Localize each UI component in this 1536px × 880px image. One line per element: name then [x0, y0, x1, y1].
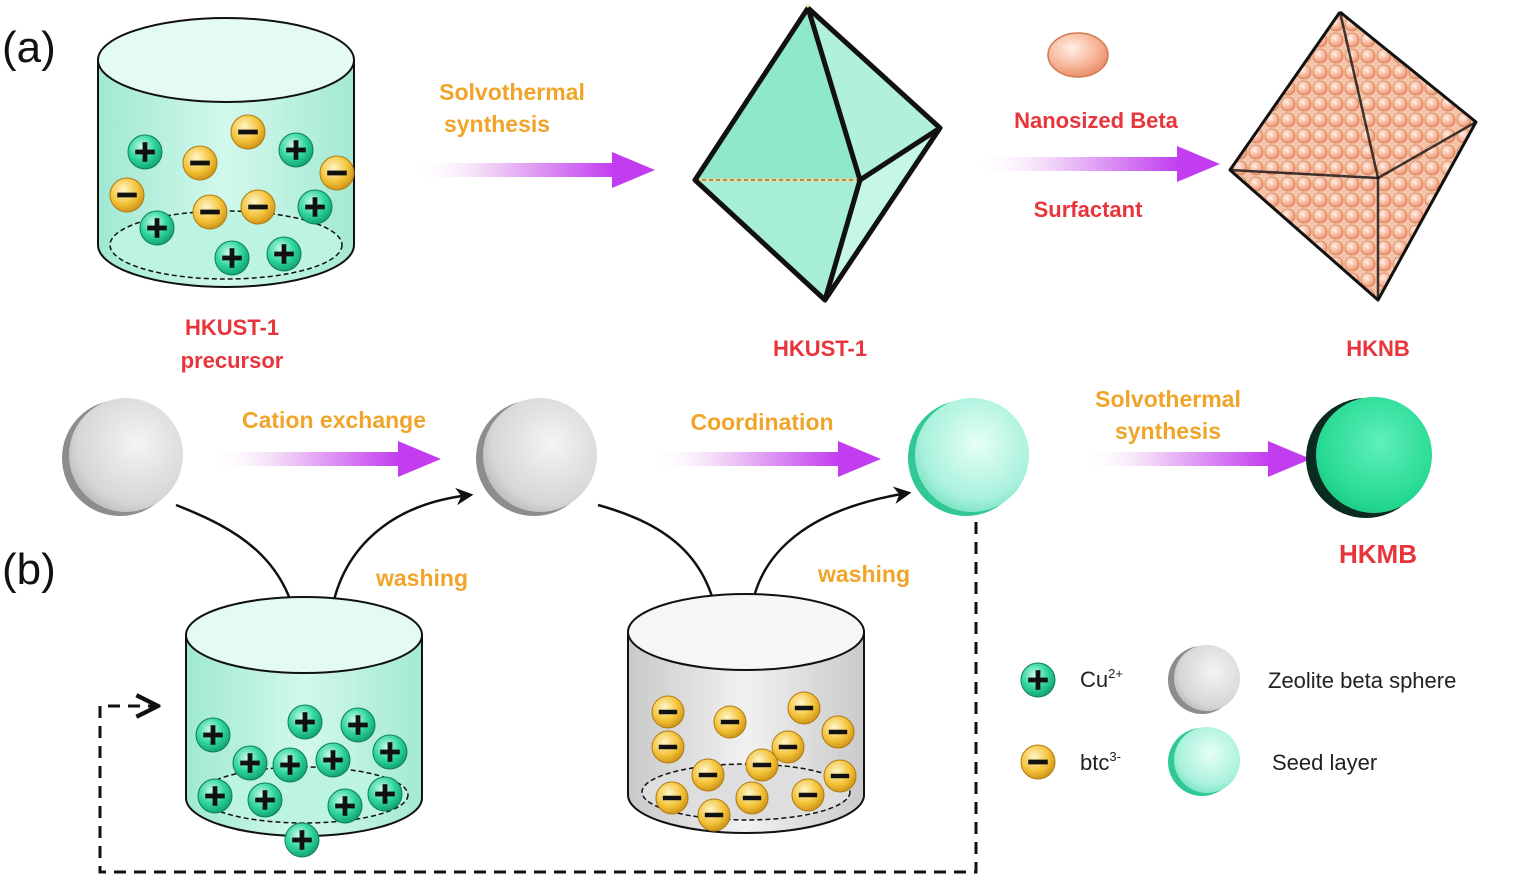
panel-a-label: (a)	[2, 23, 56, 72]
legend-btc-label: btc3-	[1080, 749, 1121, 775]
washing-label-2: washing	[817, 561, 910, 587]
btc-ion-icon	[771, 730, 805, 764]
hknb-label: HKNB	[1346, 336, 1410, 361]
washing-label-1: washing	[375, 565, 468, 591]
btc-ion-icon	[240, 189, 276, 225]
btc-ion-icon	[182, 145, 218, 181]
btc-ion-icon	[823, 759, 857, 793]
cu-ion-icon	[284, 822, 320, 858]
legend-btc-icon	[1020, 744, 1056, 780]
btc-ion-icon	[735, 781, 769, 815]
process-arrow-solvothermal-1	[410, 152, 655, 188]
cu-ion-icon	[195, 717, 231, 753]
solvothermal-label-2-line2: synthesis	[1115, 418, 1221, 444]
legend-zeolite-icon	[1168, 645, 1240, 714]
btc-ion-icon	[651, 695, 685, 729]
btc-ion-icon	[655, 781, 689, 815]
cu-ion-icon	[372, 734, 408, 770]
solvothermal-label-1-line2: synthesis	[444, 111, 550, 137]
btc-ion-icon	[745, 748, 779, 782]
recycle-dashed-loop	[98, 522, 978, 874]
legend-seed-label: Seed layer	[1272, 750, 1377, 775]
legend-zeolite-label: Zeolite beta sphere	[1268, 668, 1456, 693]
cu-ion-icon	[214, 240, 250, 276]
hkust1-octahedron	[691, 3, 943, 303]
btc-ion-icon	[1020, 744, 1056, 780]
hkmb-sphere	[1306, 397, 1432, 518]
legend-cu-icon	[1020, 662, 1056, 698]
process-arrow-surfactant	[975, 146, 1220, 182]
cation-exchange-label: Cation exchange	[242, 407, 426, 433]
zeolite-sphere-initial	[62, 398, 183, 516]
cu-ion-icon	[266, 236, 302, 272]
btc-ions	[651, 691, 857, 832]
cu-ion-icon	[127, 134, 163, 170]
process-arrow-cation-exchange	[210, 441, 441, 477]
precursor-label-line1: HKUST-1	[185, 315, 279, 340]
surfactant-label: Surfactant	[1034, 197, 1143, 222]
zeolite-sphere-exchanged	[476, 398, 597, 516]
btc-ion-icon	[109, 177, 145, 213]
cu-ion-icon	[247, 782, 283, 818]
btc-ion-icon	[697, 798, 731, 832]
cu-ion-icon	[1020, 662, 1056, 698]
solvothermal-label-1-line1: Solvothermal	[439, 79, 585, 105]
btc-ion-icon	[651, 730, 685, 764]
nanosized-beta-particle	[1047, 32, 1109, 78]
coordination-label: Coordination	[690, 409, 833, 435]
btc-ion-icon	[691, 758, 725, 792]
btc-ion-icon	[791, 778, 825, 812]
cu-ion-icon	[272, 747, 308, 783]
btc-ion-icon	[319, 155, 355, 191]
cu-ion-icon	[315, 742, 351, 778]
btc-ion-icon	[821, 715, 855, 749]
precursor-ions	[109, 114, 355, 276]
legend: Cu2+ btc3- Zeolite beta sphere Seed laye…	[1020, 645, 1456, 796]
hknb-coated-octahedron	[1228, 10, 1478, 302]
btc-ion-icon	[230, 114, 266, 150]
cu-ion-icon	[367, 776, 403, 812]
cu-ion-icon	[139, 210, 175, 246]
hkust1-label: HKUST-1	[773, 336, 867, 361]
btc-ion-icon	[787, 691, 821, 725]
cu-ion-icon	[297, 189, 333, 225]
btc-ion-icon	[713, 705, 747, 739]
btc-ion-icon	[192, 194, 228, 230]
cu-ion-icon	[340, 707, 376, 743]
panel-b-label: (b)	[2, 545, 56, 594]
cu-ion-icon	[327, 788, 363, 824]
cu-ion-icon	[278, 132, 314, 168]
process-arrow-solvothermal-2	[1080, 441, 1311, 477]
process-arrow-coordination	[650, 441, 881, 477]
solvothermal-label-2-line1: Solvothermal	[1095, 386, 1241, 412]
seed-layer-sphere	[908, 398, 1029, 516]
cu-ion-icon	[287, 704, 323, 740]
legend-cu-label: Cu2+	[1080, 666, 1123, 692]
cu-ion-icon	[232, 745, 268, 781]
cu-ions	[195, 704, 408, 858]
cu-ion-icon	[197, 778, 233, 814]
precursor-label-line2: precursor	[181, 348, 284, 373]
nanosized-beta-label: Nanosized Beta	[1014, 108, 1179, 133]
legend-seed-icon	[1168, 727, 1240, 796]
hkmb-label: HKMB	[1339, 539, 1417, 569]
